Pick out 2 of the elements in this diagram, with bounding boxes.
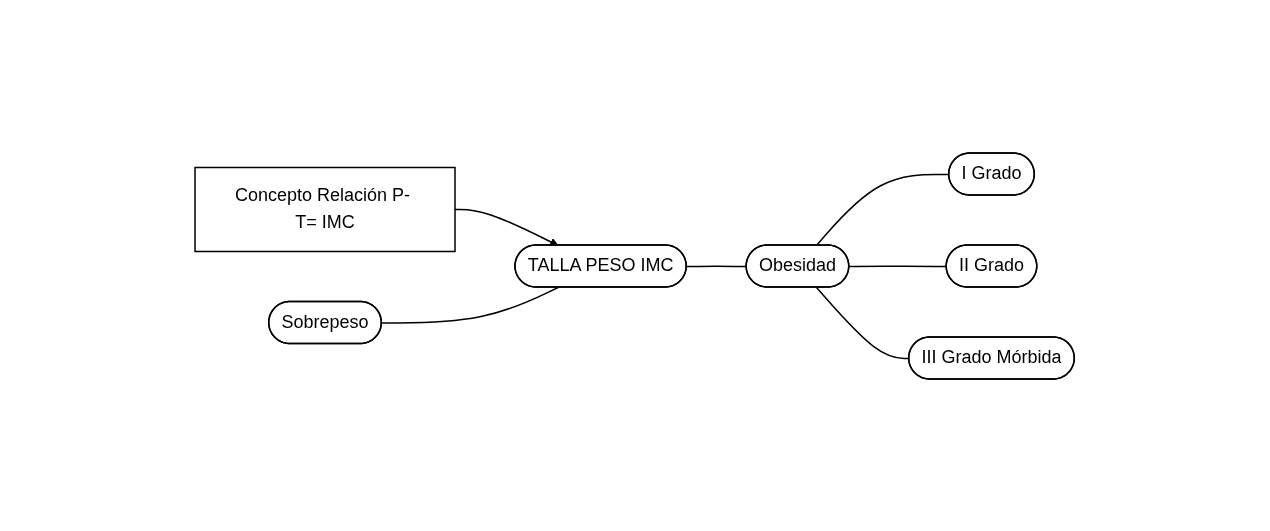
connector [381,286,560,324]
node-box: Concepto Relación P- T= IMC [194,166,457,252]
